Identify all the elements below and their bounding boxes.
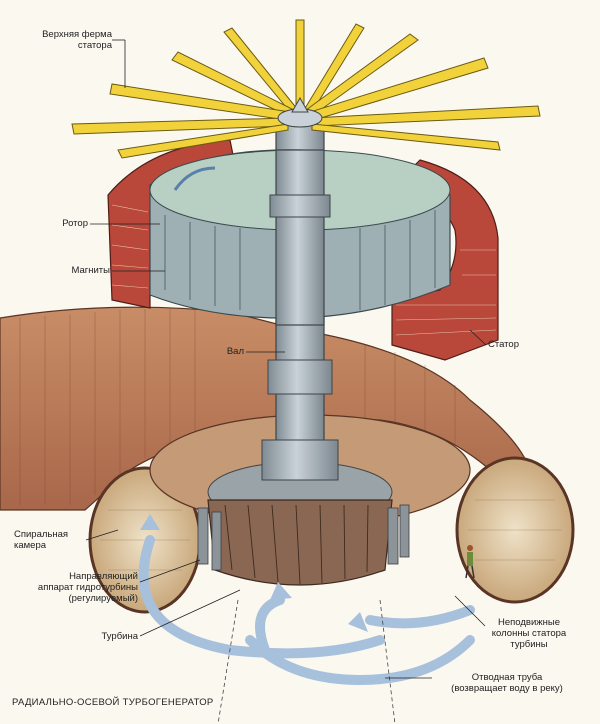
water-flow-arrows <box>138 535 475 686</box>
truss-cap <box>291 96 309 113</box>
stator-left-lines <box>111 204 149 289</box>
stator-right-lines <box>395 249 497 336</box>
water-arrow-heads <box>140 514 368 632</box>
turbine-runner <box>207 499 393 586</box>
guide-vanes <box>197 504 410 571</box>
shaft-collar-lower <box>267 359 333 395</box>
label-rotor: Ротор <box>62 218 88 229</box>
casing-hatching <box>19 309 456 505</box>
label-turbine: Турбина <box>101 631 138 642</box>
label-shaft: Вал <box>226 346 244 357</box>
person-figure <box>465 545 475 579</box>
diagram-caption: РАДИАЛЬНО-ОСЕВОЙ ТУРБОГЕНЕРАТОР <box>12 697 214 708</box>
rotor-magnet-slots <box>164 210 436 310</box>
label-magnets: Магниты <box>71 265 110 276</box>
shaft-upper <box>275 149 325 326</box>
shaft-hub <box>261 439 339 481</box>
label-stator: Статор <box>488 339 519 350</box>
label-draft-tube: Отводная труба (возвращает воду в реку) <box>451 672 563 694</box>
label-spiral-chamber: Спиральная камера <box>14 529 69 551</box>
runner-blades <box>224 504 369 585</box>
label-guide-apparatus: Направляющий аппарат гидротурбины (регул… <box>37 571 138 604</box>
shaft-upper-collar <box>269 194 331 218</box>
label-upper-truss: Верхняя ферма статора <box>42 29 112 51</box>
rotor-top-arrow <box>173 166 216 191</box>
upper-stator-truss <box>71 19 541 159</box>
label-stator-columns: Неподвижные колонны статора турбины <box>491 617 567 650</box>
leader-lines <box>85 39 487 679</box>
